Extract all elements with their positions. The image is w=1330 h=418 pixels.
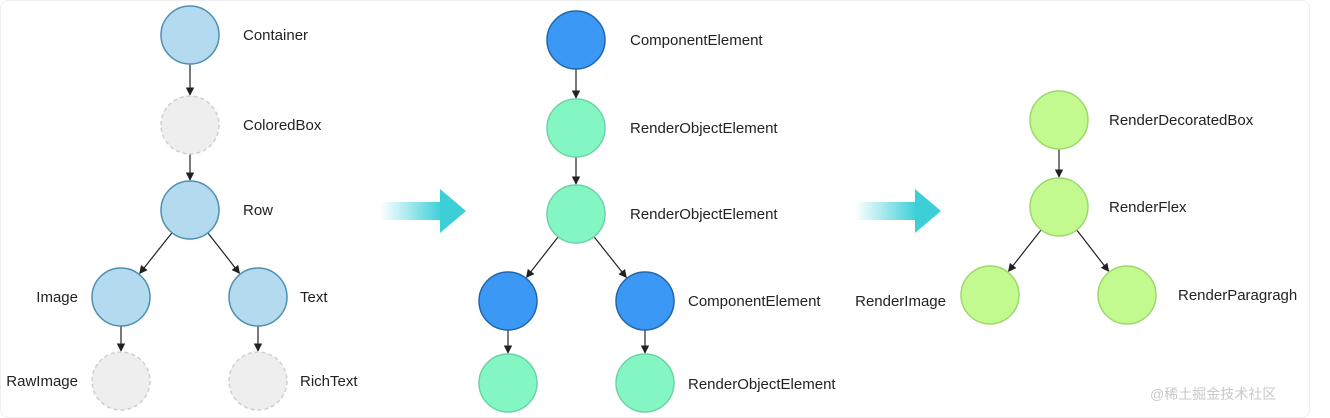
widget_tree-label-w-image: Image [36, 289, 78, 306]
element_tree-node-e-comp1 [546, 10, 606, 70]
widget_tree-node-w-image [91, 267, 151, 327]
element_tree-node-e-roe-right [615, 353, 675, 413]
widget_tree-label-w-text: Text [300, 289, 328, 306]
widget_tree-edge-w-row-to-w-text [207, 232, 241, 275]
render_tree-node-r-image [960, 265, 1020, 325]
widget_tree-edge-w-row-to-w-image [139, 232, 173, 275]
transition-arrow-2 [855, 189, 941, 233]
element_tree-edge-e-roe2-to-e-comp-left [525, 236, 559, 279]
render_tree-node-r-decorated [1029, 90, 1089, 150]
element_tree-node-e-roe-left [478, 353, 538, 413]
transition-arrow-band-1 [380, 202, 442, 220]
render_tree-node-r-paragraph [1097, 265, 1157, 325]
transition-arrows [380, 189, 941, 233]
element_tree-label-e-comp1: ComponentElement [630, 32, 763, 49]
widget_tree-node-w-rawimage [91, 351, 151, 411]
element_tree-node-e-comp-left [478, 271, 538, 331]
element_tree-label-e-roe2: RenderObjectElement [630, 206, 778, 223]
element_tree-label-e-roe-right: RenderObjectElement [688, 376, 836, 393]
transition-arrow-head-2 [915, 189, 941, 233]
widget_tree-node-w-container [160, 5, 220, 65]
widget_tree-node-w-row [160, 180, 220, 240]
transition-arrow-1 [380, 189, 466, 233]
widget_tree-label-w-richtext: RichText [300, 373, 358, 390]
render_tree-label-r-image: RenderImage [855, 293, 946, 310]
element_tree-label-e-comp-right: ComponentElement [688, 293, 821, 310]
widget_tree-node-w-richtext [228, 351, 288, 411]
element_tree-node-e-roe2 [546, 184, 606, 244]
watermark: @稀土掘金技术社区 [1150, 386, 1277, 402]
render_tree-label-r-paragraph: RenderParagragh [1178, 287, 1297, 304]
widget_tree-label-w-container: Container [243, 27, 308, 44]
edges-layer [116, 64, 1110, 354]
render_tree-edge-r-flex-to-r-image [1007, 229, 1042, 273]
nodes-layer [91, 5, 1157, 413]
widget_tree-label-w-row: Row [243, 202, 273, 219]
widget_tree-label-w-coloredbox: ColoredBox [243, 117, 322, 134]
render_tree-label-r-flex: RenderFlex [1109, 199, 1187, 216]
transition-arrow-head-1 [440, 189, 466, 233]
render_tree-edge-r-flex-to-r-paragraph [1076, 229, 1110, 272]
element_tree-node-e-roe1 [546, 98, 606, 158]
element_tree-node-e-comp-right [615, 271, 675, 331]
transition-arrow-band-2 [855, 202, 917, 220]
widget_tree-node-w-text [228, 267, 288, 327]
render_tree-label-r-decorated: RenderDecoratedBox [1109, 112, 1254, 129]
element_tree-edge-e-roe2-to-e-comp-right [593, 236, 627, 279]
render_tree-node-r-flex [1029, 177, 1089, 237]
widget_tree-label-w-rawimage: RawImage [6, 373, 78, 390]
element_tree-label-e-roe1: RenderObjectElement [630, 120, 778, 137]
widget_tree-node-w-coloredbox [160, 95, 220, 155]
